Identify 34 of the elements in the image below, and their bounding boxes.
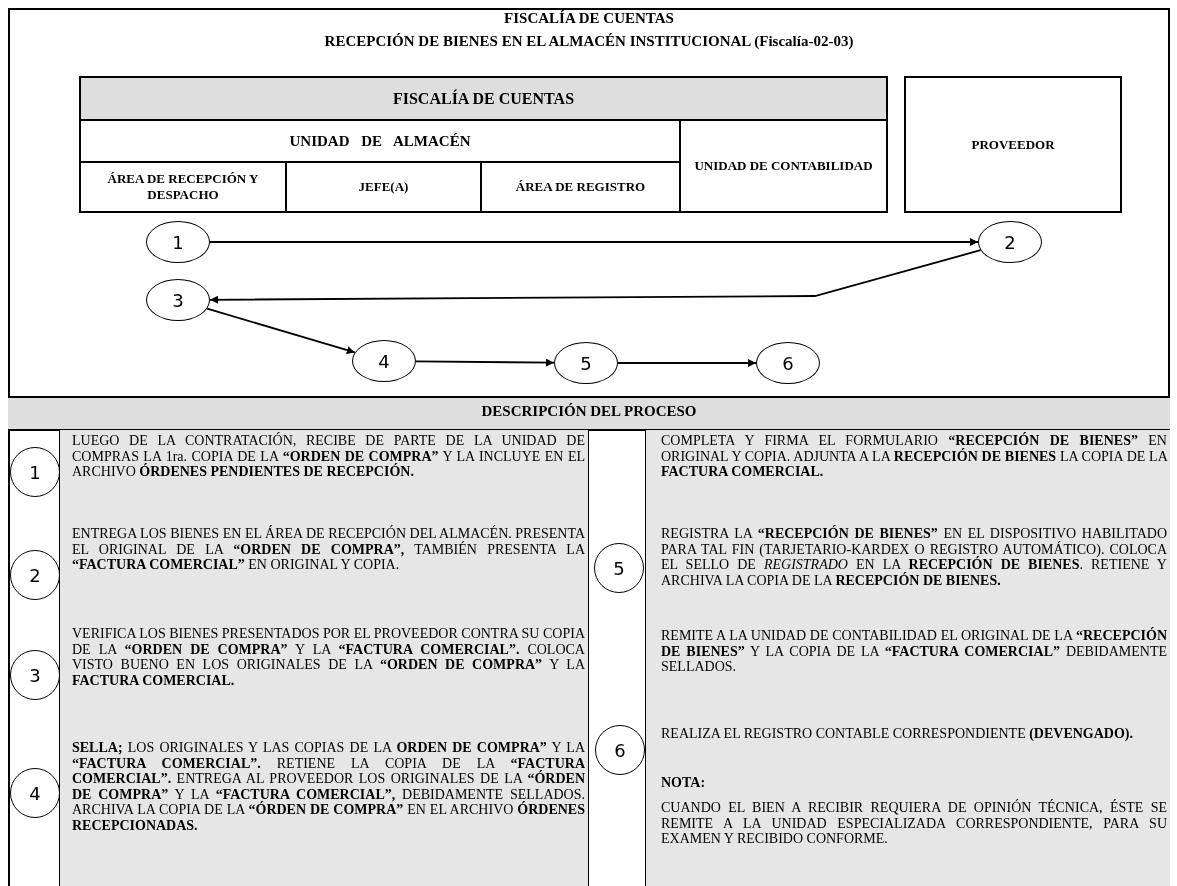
description-text: REMITE A LA UNIDAD DE CONTABILIDAD EL ORIGINAL DE LA “RECEPCIÓN DE BIENES” Y LA COPIA DE LA “FACTURA COMERCIAL” DEBIDAMENTE SELLADOS.	[661, 628, 1167, 675]
step-circle: 3	[10, 650, 60, 700]
description-text: SELLA; LOS ORIGINALES Y LAS COPIAS DE LA ORDEN DE COMPRA” Y LA “FACTURA COMERCIAL”. RETIENE LA COPIA DE LA “FACTURA COMERCIAL”. ENTREGA AL PROVEEDOR LOS ORIGINALES DE LA “ÓRDEN DE COMPRA” Y LA “FACTURA COMERCIAL”, DEBIDAMENTE SELLADOS. ARCHIVA LA COPIA DE LA “ÓRDEN DE COMPRA” EN EL ARCHIVO ÓRDENES RECEPCIONADAS.	[72, 740, 585, 833]
step-circle: 4	[10, 768, 60, 818]
arrow	[209, 238, 979, 246]
step-circle: 1	[146, 221, 210, 263]
subtitle: RECEPCIÓN DE BIENES EN EL ALMACÉN INSTITUCIONAL (Fiscalía-02-03)	[324, 34, 854, 50]
step-circle: 1	[10, 447, 60, 497]
lane-header: ÁREA DE RECEPCIÓN Y DESPACHO	[79, 161, 287, 213]
section-heading: DESCRIPCIÓN DEL PROCESO	[481, 404, 697, 420]
description-text: LUEGO DE LA CONTRATACIÓN, RECIBE DE PARTE DE LA UNIDAD DE COMPRAS LA 1ra. COPIA DE LA “ORDEN DE COMPRA” Y LA INCLUYE EN EL ARCHIVO ÓRDENES PENDIENTES DE RECEPCIÓN.	[72, 433, 585, 480]
header-cell: FISCALÍA DE CUENTAS	[79, 76, 888, 121]
description-text: REGISTRA LA “RECEPCIÓN DE BIENES” EN EL DISPOSITIVO HABILITADO PARA TAL FIN (TARJETARIO-KARDEX O REGISTRO AUTOMÁTICO). COLOCA EL SELLO DE REGISTRADO EN LA RECEPCIÓN DE BIENES. RETIENE Y ARCHIVA LA COPIA DE LA RECEPCIÓN DE BIENES.	[661, 526, 1167, 588]
step-circle: 4	[352, 340, 416, 382]
note-text: CUANDO EL BIEN A RECIBIR REQUIERA DE OPINIÓN TÉCNICA, ÉSTE SE REMITE A LA UNIDAD ESPECIALIZADA CORRESPONDIENTE, PARA SU EXAMEN Y RECIBIDO CONFORME.	[661, 800, 1167, 847]
step-circle: 2	[10, 550, 60, 600]
title: FISCALÍA DE CUENTAS	[503, 10, 675, 28]
step-circle: 6	[595, 725, 645, 775]
arrow	[415, 358, 555, 367]
arrow	[206, 307, 356, 354]
note-heading: NOTA:	[661, 775, 706, 791]
description-text: COMPLETA Y FIRMA EL FORMULARIO “RECEPCIÓN DE BIENES” EN ORIGINAL Y COPIA. ADJUNTA A LA RECEPCIÓN DE BIENES LA COPIA DE LA FACTURA COMERCIAL.	[661, 433, 1167, 480]
description-text: VERIFICA LOS BIENES PRESENTADOS POR EL PROVEEDOR CONTRA SU COPIA DE LA “ORDEN DE COMPRA” Y LA “FACTURA COMERCIAL”. COLOCA VISTO BUENO EN LOS ORIGINALES DE LA “ORDEN DE COMPRA” Y LA FACTURA COMERCIAL.	[72, 626, 585, 688]
lane-header: PROVEEDOR	[904, 76, 1122, 213]
description-text: ENTREGA LOS BIENES EN EL ÁREA DE RECEPCIÓN DEL ALMACÉN. PRESENTA EL ORIGINAL DE LA “ORDEN DE COMPRA”, TAMBIÉN PRESENTA LA “FACTURA COMERCIAL” EN ORIGINAL Y COPIA.	[72, 526, 585, 573]
arrow	[209, 249, 982, 304]
description-text: REALIZA EL REGISTRO CONTABLE CORRESPONDIENTE (DEVENGADO).	[661, 726, 1135, 742]
step-circle: 5	[594, 543, 644, 593]
step-circle: 3	[146, 279, 210, 321]
step-circle: 5	[554, 342, 618, 384]
lane-header: UNIDAD DE CONTABILIDAD	[679, 119, 888, 213]
step-circle: 6	[756, 342, 820, 384]
arrow	[617, 359, 757, 367]
step-circle: 2	[978, 221, 1042, 263]
